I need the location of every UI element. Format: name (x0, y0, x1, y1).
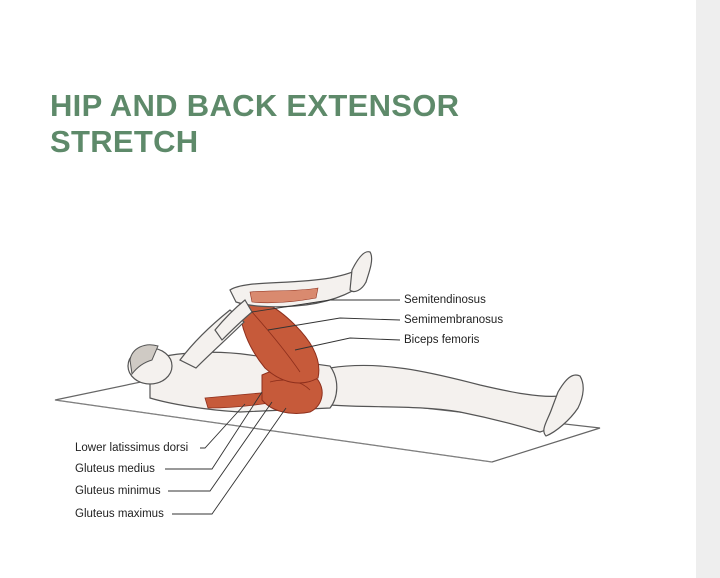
straight-foot (543, 374, 584, 437)
page-title: HIP AND BACK EXTENSOR STRETCH (50, 88, 459, 160)
page-edge-shadow (696, 0, 720, 578)
leader-gluteus-medius (165, 391, 263, 470)
raised-foot (349, 251, 373, 293)
title-line-2: STRETCH (50, 124, 199, 159)
leader-gluteus-minimus (168, 401, 273, 492)
label-biceps-femoris: Biceps femoris (404, 334, 480, 346)
leader-lower-latissimus-dorsi (200, 403, 246, 449)
title-line-1: HIP AND BACK EXTENSOR (50, 88, 460, 123)
calf-muscle (249, 287, 319, 304)
label-semitendinosus: Semitendinosus (404, 294, 486, 306)
leader-biceps-femoris (294, 337, 401, 351)
hamstring-detail (251, 311, 301, 373)
label-semimembranosus: Semimembranosus (404, 314, 504, 326)
hair (129, 344, 159, 376)
label-gluteus-medius: Gluteus medius (75, 463, 155, 475)
mat-edge (54, 399, 493, 463)
label-gluteus-minimus: Gluteus minimus (75, 485, 161, 497)
label-gluteus-maximus: Gluteus maximus (75, 508, 164, 520)
leader-gluteus-maximus (172, 407, 287, 515)
leader-semimembranosus (267, 317, 401, 331)
leader-semitendinosus (251, 299, 400, 313)
label-lower-latissimus-dorsi: Lower latissimus dorsi (75, 442, 189, 454)
